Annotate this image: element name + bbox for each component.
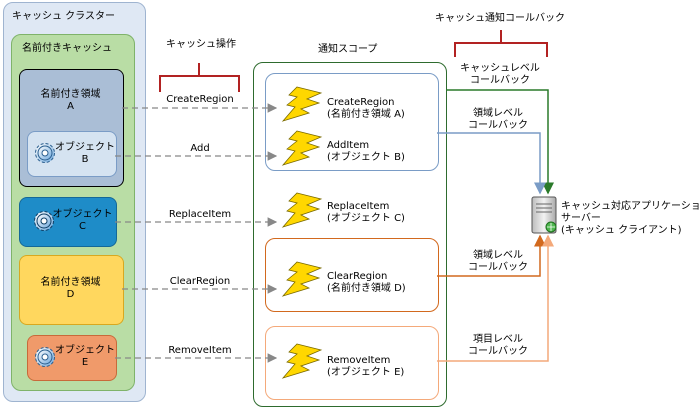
op-add: Add [190, 143, 210, 154]
item-e-scope-box [265, 326, 439, 400]
lightning-icon [281, 343, 323, 379]
named-cache-title: 名前付きキャッシュ [22, 43, 112, 54]
op-replace-item: ReplaceItem [168, 209, 232, 220]
object-b-label: オブジェクト B [55, 142, 115, 165]
named-region-d[interactable] [19, 255, 124, 325]
op-remove-item: RemoveItem [168, 345, 232, 356]
cache-operations-bracket [159, 63, 240, 92]
callbacks-title: キャッシュ通知コールバック [435, 13, 565, 24]
cache-level-callback-arrow [446, 89, 554, 195]
event-clear-region: ClearRegion (名前付き領域 D) [327, 271, 406, 294]
item-level-callback-label: 項目レベル コールバック [468, 334, 528, 357]
event-replace-item: ReplaceItem (オブジェクト C) [327, 201, 405, 224]
gear-icon [35, 347, 55, 367]
event-remove-item: RemoveItem (オブジェクト E) [327, 355, 405, 378]
region-level-callback-label-1: 領域レベル コールバック [468, 108, 528, 131]
app-server-label: キャッシュ対応アプリケーション サーバー (キャッシュ クライアント) [561, 201, 700, 236]
named-region-d-label: 名前付き領域 D [40, 277, 101, 300]
op-create-region: CreateRegion [166, 94, 234, 105]
notification-scope [253, 62, 447, 407]
region-d-scope-box [265, 238, 439, 312]
object-e-label: オブジェクト E [55, 345, 115, 368]
event-add-item: AddItem (オブジェクト B) [327, 140, 405, 163]
cache-level-callback-label: キャッシュレベル コールバック [460, 63, 540, 86]
item-level-callback-arrow [437, 234, 554, 362]
cache-cluster-title: キャッシュ クラスター [12, 11, 115, 22]
lightning-icon [281, 130, 323, 166]
named-region-a-label: 名前付き領域 A [40, 89, 101, 112]
notification-scope-title: 通知スコープ [318, 44, 378, 55]
server-icon [531, 196, 557, 234]
region-level-callback-arrow-1 [437, 132, 546, 195]
region-level-callback-arrow-2 [437, 234, 546, 277]
event-create-region: CreateRegion (名前付き領域 A) [327, 97, 405, 120]
op-clear-region: ClearRegion [169, 276, 231, 287]
gear-icon [35, 143, 55, 163]
lightning-icon [281, 192, 323, 228]
region-a-scope-box [265, 73, 439, 171]
object-c-label: オブジェクト C [52, 209, 113, 232]
cache-operations-title: キャッシュ操作 [166, 39, 236, 50]
region-level-callback-label-2: 領域レベル コールバック [468, 250, 528, 273]
lightning-icon [281, 261, 323, 297]
callbacks-bracket [454, 30, 548, 57]
lightning-icon [281, 86, 323, 122]
gear-icon [34, 211, 54, 231]
